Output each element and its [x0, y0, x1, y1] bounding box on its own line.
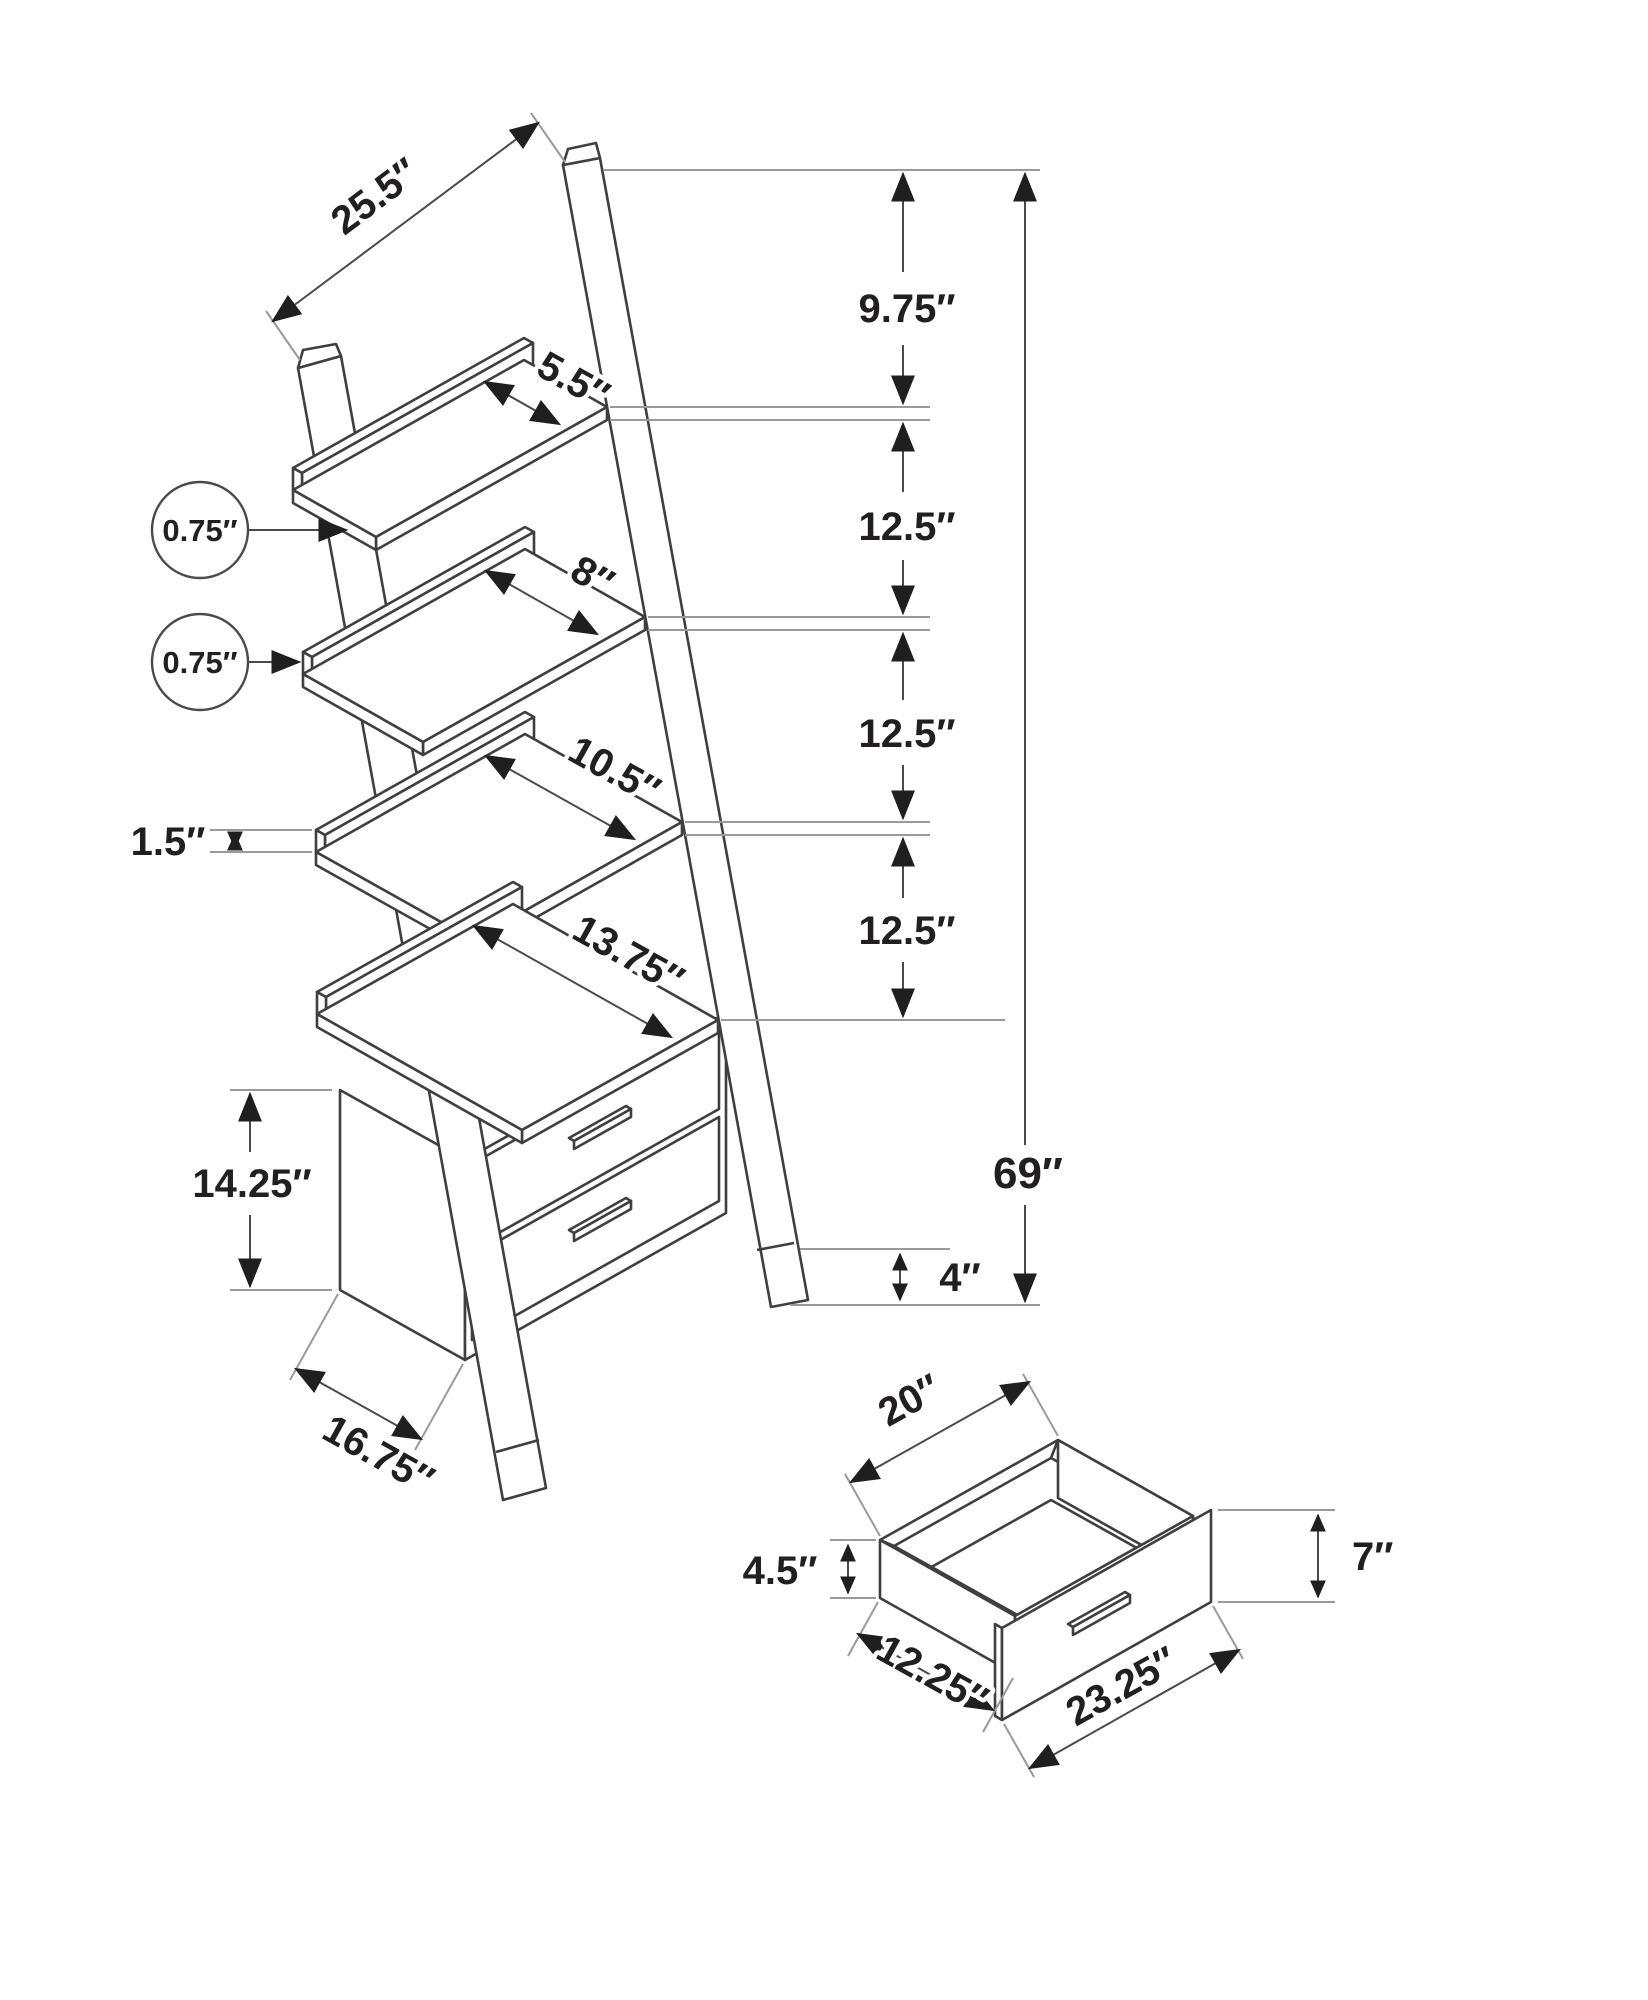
- callout-thickness-1-label: 0.75″: [162, 513, 237, 548]
- ext-line-drawer-depth: [847, 1601, 1014, 1733]
- ext-line-shelf2: [648, 616, 930, 631]
- dim-drawer-height-label: 7″: [1352, 1535, 1393, 1579]
- ext-line: [530, 112, 566, 163]
- dim-spacing3-label: 12.5″: [858, 712, 955, 756]
- dim-drawer-width-label: 20″: [871, 1366, 948, 1435]
- drawer-handle-upper: [567, 1104, 633, 1151]
- ext-line-shelf3: [685, 821, 930, 836]
- dim-shelf3-depth-line: [483, 754, 637, 841]
- cabinet: [338, 1011, 728, 1362]
- dim-spacing2-label: 12.5″: [858, 505, 955, 549]
- ext-line-cabinet: [230, 1089, 332, 1291]
- dim-drawer-depth-line: [855, 1632, 996, 1712]
- dim-foot-label: 4″: [939, 1256, 980, 1300]
- ext-line-drawer-height: [1218, 1509, 1335, 1603]
- dim-drawer-width-line: [848, 1380, 1032, 1484]
- drawer-panel-handle: [1066, 1590, 1132, 1637]
- callout-thickness-2-label: 0.75″: [162, 645, 237, 680]
- ext-line: [265, 310, 301, 361]
- drawer-handle-lower: [567, 1196, 633, 1243]
- dim-lip-label: 1.5″: [131, 820, 206, 864]
- dim-base-depth-line: [293, 1367, 424, 1441]
- ext-line-lip: [210, 829, 312, 853]
- dim-drawer-side-label: 4.5″: [743, 1549, 818, 1593]
- dim-top-width-line: [271, 121, 540, 323]
- dim-shelf2-depth-line: [483, 569, 600, 636]
- dim-height-label: 69″: [993, 1149, 1063, 1198]
- ext-line-drawer-side: [830, 1539, 876, 1599]
- dim-shelf1-depth-line: [482, 380, 562, 426]
- dim-cabinet-height-label: 14.25″: [192, 1162, 311, 1206]
- dim-spacing1-label: 9.75″: [858, 287, 955, 331]
- dim-top-width-label: 25.5″: [323, 150, 427, 244]
- ext-line-shelf1: [610, 406, 930, 421]
- dim-drawer-front-line: [1027, 1648, 1242, 1770]
- dim-base-depth-label: 16.75″: [315, 1406, 441, 1502]
- dim-spacing4-label: 12.5″: [858, 909, 955, 953]
- dim-shelf4-depth-line: [471, 924, 674, 1039]
